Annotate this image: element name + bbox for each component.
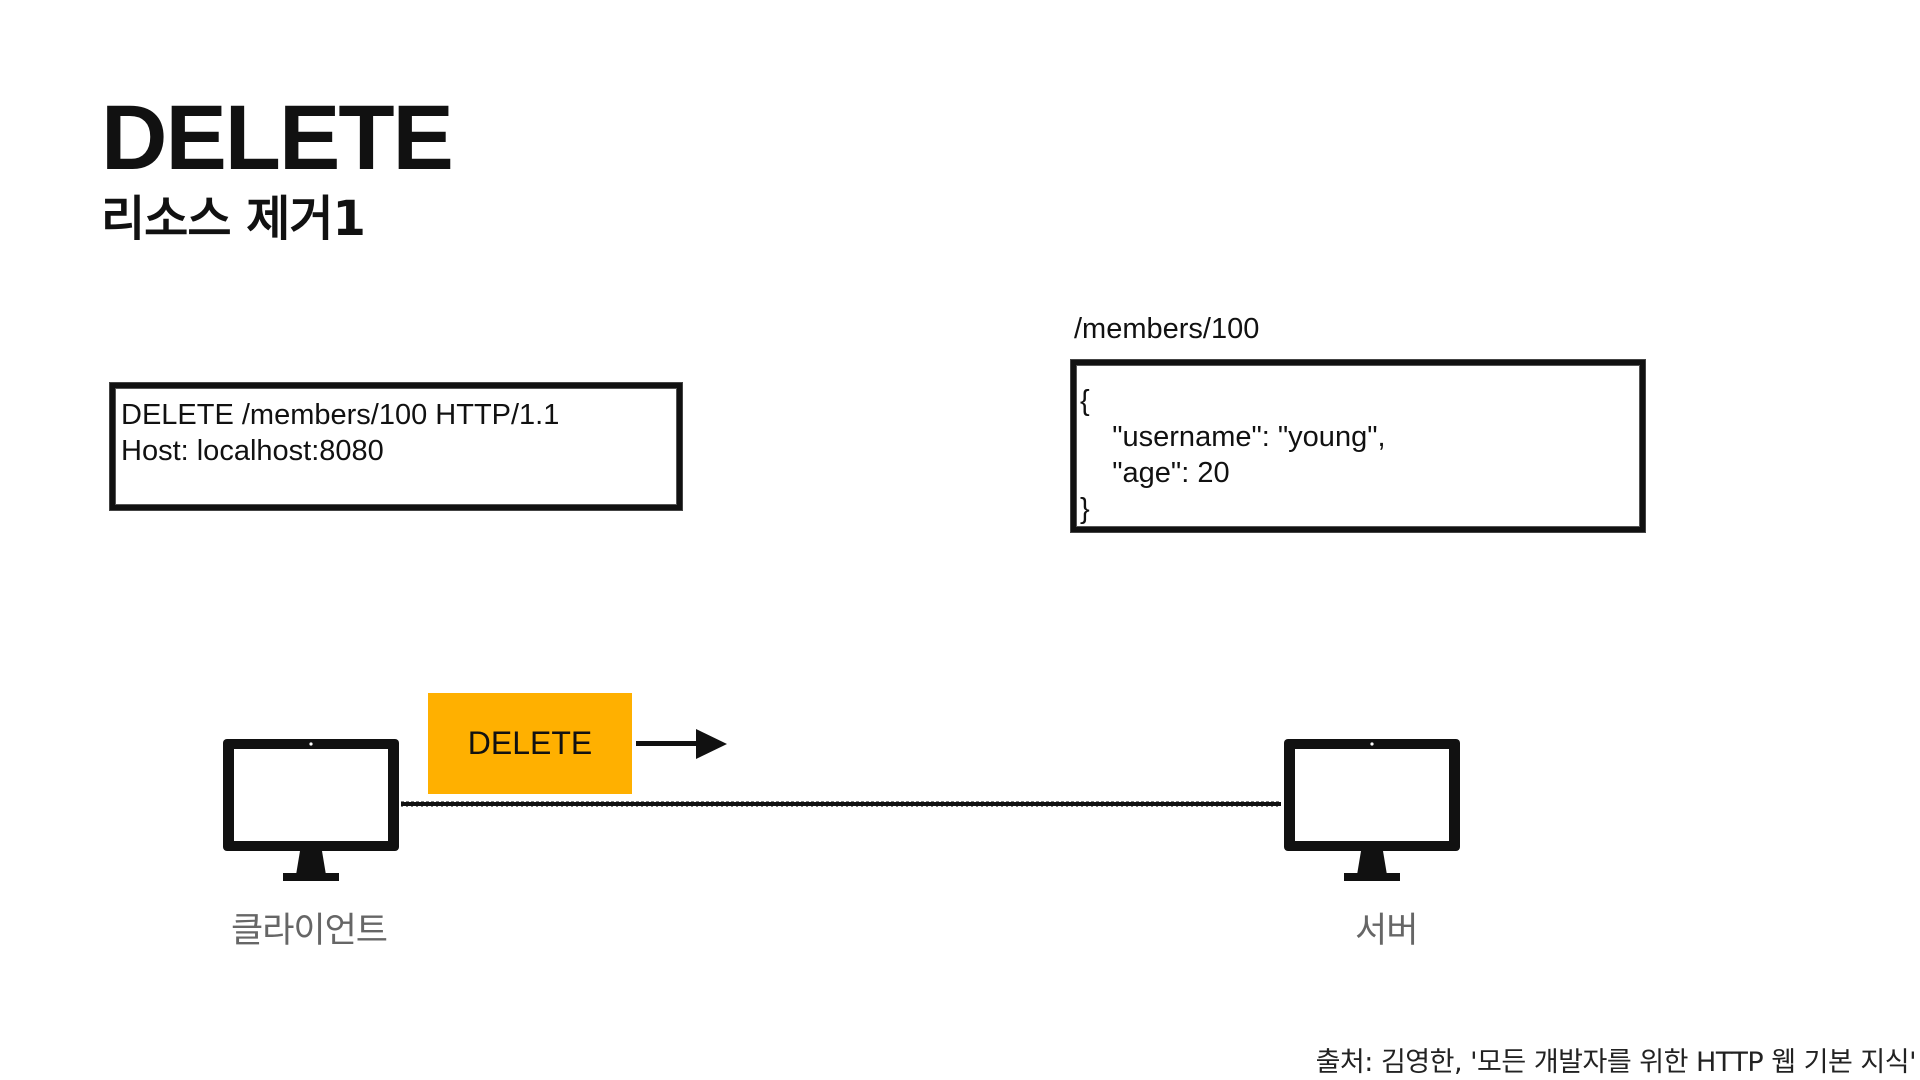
resource-json: { "username": "young", "age": 20 } <box>1080 385 1386 525</box>
delete-method-badge: DELETE <box>428 693 632 794</box>
resource-box: { "username": "young", "age": 20 } <box>1071 360 1645 532</box>
resource-path-label: /members/100 <box>1074 313 1260 345</box>
server-label: 서버 <box>1355 911 1418 951</box>
client-monitor-icon <box>223 739 399 881</box>
http-request-text: DELETE /members/100 HTTP/1.1 Host: local… <box>121 399 560 467</box>
http-request-box: DELETE /members/100 HTTP/1.1 Host: local… <box>110 383 682 510</box>
network-connection-line <box>401 801 1281 807</box>
arrow-right-icon <box>636 729 727 759</box>
slide-subtitle: 리소스 제거1 <box>101 191 366 247</box>
slide-title: DELETE <box>101 87 454 189</box>
client-label: 클라이언트 <box>231 911 388 951</box>
source-credit: 출처: 김영한, '모든 개발자를 위한 HTTP 웹 기본 지식' <box>1315 1047 1917 1078</box>
server-monitor-icon <box>1284 739 1460 881</box>
